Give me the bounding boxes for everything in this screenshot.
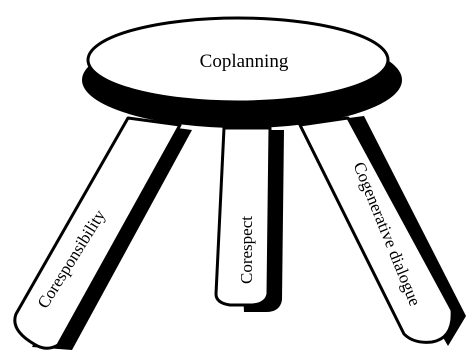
seat-top <box>86 16 390 104</box>
leg-middle: Corespect <box>214 126 284 312</box>
leg-middle-label: Corespect <box>237 216 256 284</box>
stool-seat: Coplanning <box>82 16 402 128</box>
seat-label: Coplanning <box>200 51 289 72</box>
leg-left: Coresponsibility <box>13 116 192 350</box>
leg-right: Cogenerative dialogue <box>298 116 466 346</box>
